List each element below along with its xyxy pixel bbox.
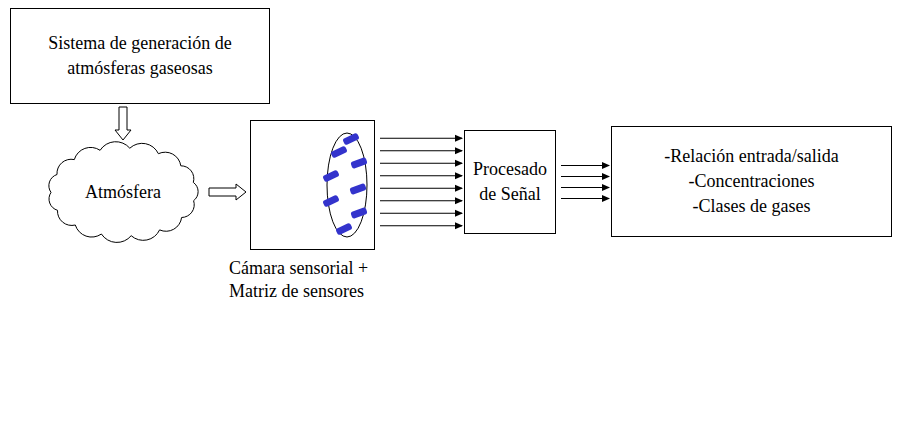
gas-sensor (335, 222, 352, 235)
node-text: -Relación entrada/salida (664, 144, 838, 169)
processing-box: Procesado de Señal (464, 130, 556, 234)
hollow-arrow (115, 107, 131, 140)
signal-arrow (561, 165, 609, 166)
node-text: -Concentraciones (689, 169, 815, 194)
atmosphere-cloud: Atmósfera (40, 138, 206, 246)
signal-arrow (380, 225, 462, 226)
sensor-chamber: Cámara sensorial + Matriz de sensores (250, 120, 375, 250)
signal-arrow (380, 150, 462, 151)
gas-sensor (349, 183, 366, 195)
node-text: Sistema de generación de atmósferas gase… (40, 31, 240, 81)
signal-arrow (380, 188, 462, 189)
source-box: Sistema de generación de atmósferas gase… (10, 8, 270, 104)
flow-arrow (115, 107, 131, 140)
gas-sensor (350, 207, 367, 219)
sensor-array (251, 121, 374, 249)
signal-arrow (561, 187, 609, 188)
signal-arrow (380, 200, 462, 201)
chamber-label: Cámara sensorial + Matriz de sensores (229, 257, 404, 303)
cloud-path (49, 142, 198, 243)
node-text: Atmósfera (85, 180, 161, 205)
signal-arrow (380, 175, 462, 176)
gas-sensor (322, 194, 339, 207)
signal-arrows (561, 166, 609, 199)
signal-arrows (380, 138, 462, 226)
node-text: Procesado de Señal (470, 157, 550, 207)
flow-arrow (209, 184, 246, 200)
signal-arrow (561, 198, 609, 199)
signal-arrow (561, 176, 609, 177)
signal-arrow (380, 213, 462, 214)
gas-sensor (350, 157, 367, 169)
gas-sensor (342, 132, 359, 145)
gas-sensor (330, 145, 347, 158)
signal-arrow (380, 163, 462, 164)
hollow-arrow (209, 184, 246, 200)
node-text: -Clases de gases (693, 194, 811, 219)
output-box: -Relación entrada/salida-Concentraciones… (611, 126, 892, 237)
gas-sensor (322, 169, 339, 182)
array-ellipse (327, 133, 367, 237)
signal-arrow (380, 138, 462, 139)
